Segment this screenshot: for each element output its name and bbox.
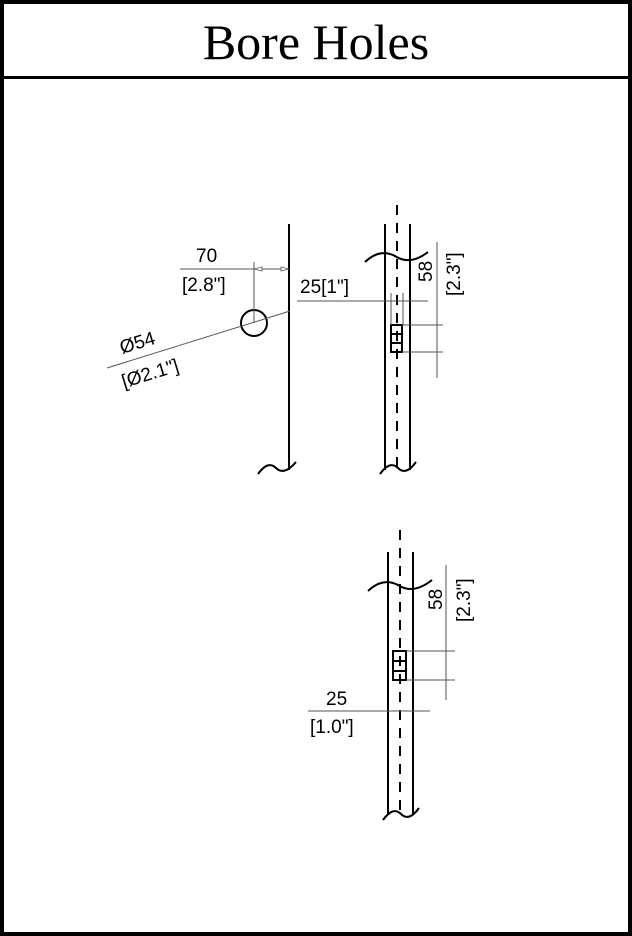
diameter-leader	[106, 310, 291, 369]
break-line	[364, 251, 429, 263]
height-in: [2.3"]	[454, 578, 475, 622]
height-mm: 58	[416, 261, 437, 282]
door-face-view: 70 [2.8"] Ø54 [Ø2.1"]	[106, 224, 297, 475]
dim-arrows	[253, 266, 290, 272]
break-line	[382, 807, 420, 821]
backset-mm: 70	[196, 246, 217, 267]
latch-rect	[392, 650, 407, 681]
height-in: [2.3"]	[444, 252, 465, 296]
edge-bore-in: [1.0"]	[310, 717, 354, 738]
backset-in: [2.8"]	[182, 275, 226, 296]
edge-bore-mm: 25	[326, 689, 347, 710]
break-line	[367, 579, 433, 592]
door-edge-view-upper: 25[1"] 58 [2.3"]	[297, 205, 465, 475]
page-title: Bore Holes	[4, 4, 628, 79]
edge-bore-label: 25[1"]	[300, 277, 349, 298]
latch-rect	[390, 324, 403, 353]
door-edge-view-lower: 25 [1.0"] 58 [2.3"]	[308, 530, 475, 821]
break-line	[379, 461, 417, 475]
height-mm: 58	[426, 589, 447, 610]
break-line	[257, 461, 297, 475]
